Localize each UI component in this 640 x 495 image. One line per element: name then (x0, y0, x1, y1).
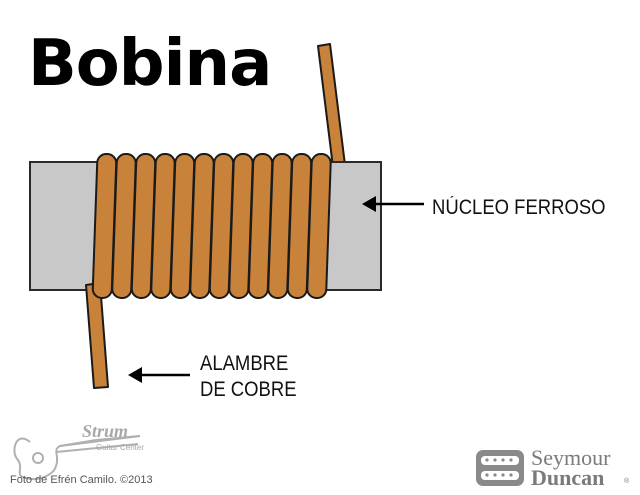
photo-credit: Foto de Efrén Camilo. ©2013 (10, 474, 153, 486)
registered-mark: ® (624, 478, 630, 485)
label-copper-wire-line1: ALAMBRE (200, 352, 289, 375)
guitar-icon (13, 435, 141, 480)
arrow-to-wire (128, 367, 190, 383)
seymour-duncan-line2: Duncan (531, 465, 605, 490)
label-ferrous-core: NÚCLEO FERROSO (432, 196, 606, 219)
strum-logo-name: Strum (82, 421, 129, 441)
seymour-duncan-logo-icon (476, 450, 524, 486)
label-copper-wire-line2: DE COBRE (200, 378, 297, 401)
coil-turn (306, 153, 332, 299)
diagram-title: Bobina (28, 27, 272, 101)
arrow-to-core (362, 196, 424, 212)
wire-lead-top (317, 43, 346, 168)
seymour-duncan-line1: Seymour (531, 445, 611, 470)
strum-logo-subtitle: Guitar Center (96, 443, 145, 452)
label-copper-wire: ALAMBRE DE COBRE (200, 351, 297, 403)
